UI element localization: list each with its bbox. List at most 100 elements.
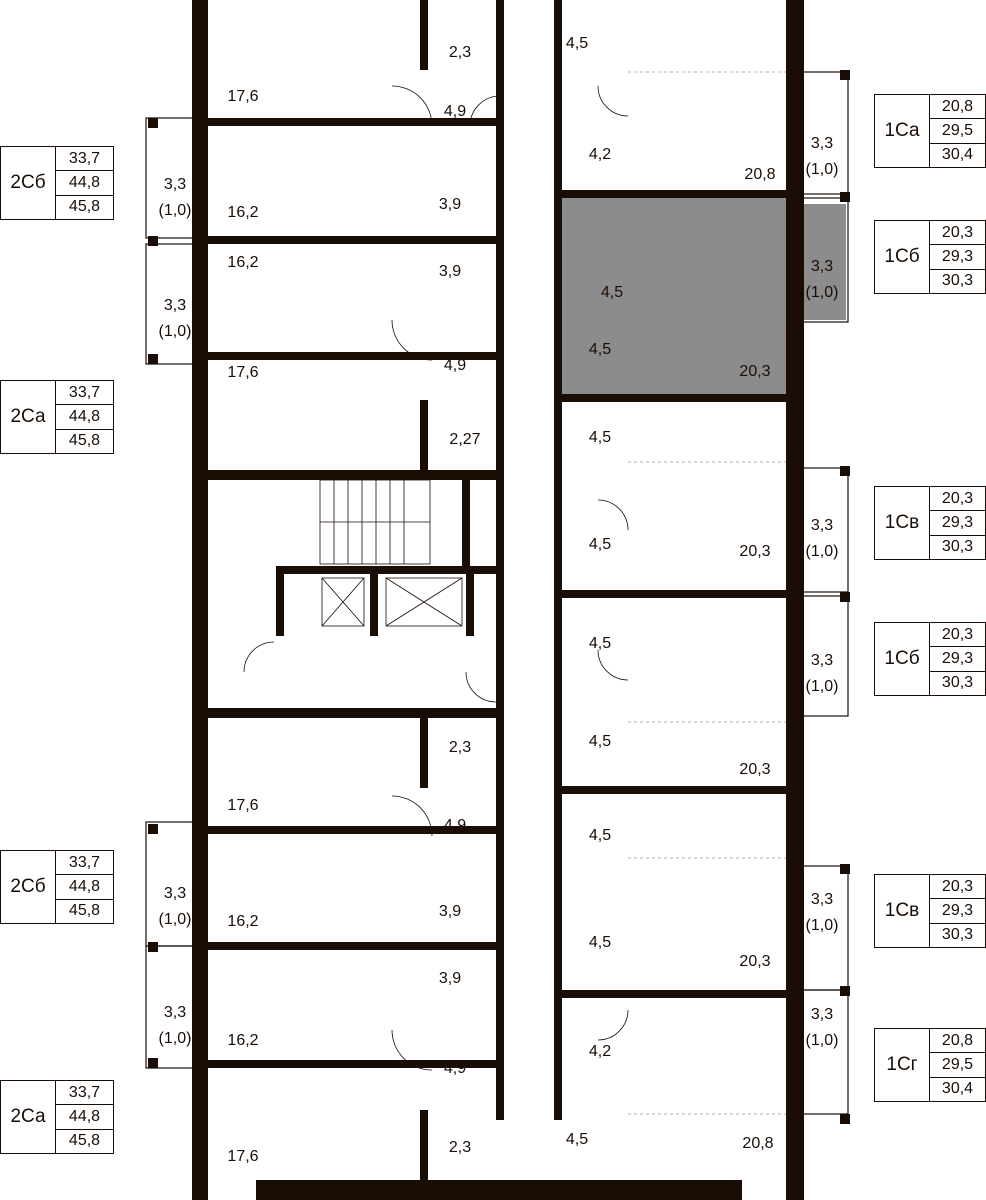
room-area: 4,9 [443,103,467,120]
area-total: 29,3 [930,899,985,924]
area-total: 44,8 [56,875,113,900]
apartment-box-2Sa-top[interactable]: 2Са 33,7 44,8 45,8 [0,380,114,454]
apartment-box-1Sg[interactable]: 1Сг 20,8 29,5 30,4 [874,1028,986,1102]
room-area: 3,3 [163,885,187,902]
room-area: 20,3 [739,953,771,970]
apartment-code: 2Са [1,1081,56,1153]
room-area: 4,9 [443,1060,467,1077]
room-area: 3,3 [810,1006,834,1023]
apartment-box-2Sb-bottom[interactable]: 2Сб 33,7 44,8 45,8 [0,850,114,924]
room-area: 3,3 [163,1004,187,1021]
room-area: 2,27 [449,431,481,448]
room-area: 16,2 [227,913,259,930]
area-living: 20,3 [930,487,985,512]
room-area: 4,9 [443,817,467,834]
room-area: 4,9 [443,357,467,374]
room-area: 2,3 [448,739,472,756]
area-with-balcony: 45,8 [68,198,101,216]
area-total: 44,8 [56,171,113,196]
room-area: 20,8 [744,166,776,183]
apartment-code: 1Св [875,487,930,559]
area-with-balcony: 30,4 [941,1080,974,1098]
room-area: (1,0) [805,678,839,695]
room-area: 17,6 [227,364,259,381]
area-living: 20,8 [930,1029,985,1054]
area-living: 33,7 [56,147,113,172]
area-total: 29,3 [930,511,985,536]
apartment-code: 2Сб [1,147,56,219]
room-area: 3,3 [810,517,834,534]
room-area: 3,3 [810,652,834,669]
dashed-lines [628,71,786,1115]
room-area: 3,3 [163,297,187,314]
room-area: (1,0) [805,917,839,934]
room-area: 4,5 [565,35,589,52]
area-with-balcony: 45,8 [68,1132,101,1150]
room-area: 4,5 [588,635,612,652]
apartment-box-1Sa[interactable]: 1Са 20,8 29,5 30,4 [874,94,986,168]
room-area: (1,0) [158,911,192,928]
room-area: 3,3 [810,135,834,152]
area-with-balcony: 30,4 [941,146,974,164]
room-area: 16,2 [227,254,259,271]
apartment-box-2Sb-top[interactable]: 2Сб 33,7 44,8 45,8 [0,146,114,220]
area-total: 29,5 [930,1053,985,1078]
area-with-balcony: 30,3 [941,272,974,290]
area-with-balcony: 45,8 [68,432,101,450]
balconies [145,71,849,1115]
room-area: 4,5 [588,733,612,750]
room-area: 4,2 [588,1043,612,1060]
area-living: 20,3 [930,221,985,246]
room-area: 2,3 [448,44,472,61]
room-area: 3,3 [810,258,834,275]
area-total: 29,3 [930,245,985,270]
room-area: 4,5 [588,341,612,358]
area-with-balcony: 30,3 [941,674,974,692]
room-area: 3,3 [163,176,187,193]
area-with-balcony: 30,3 [941,538,974,556]
area-with-balcony: 45,8 [68,902,101,920]
apartment-box-1Sb-middle[interactable]: 1Сб 20,3 29,3 30,3 [874,622,986,696]
apartment-box-2Sa-bottom[interactable]: 2Са 33,7 44,8 45,8 [0,1080,114,1154]
area-living: 20,3 [930,623,985,648]
area-living: 33,7 [56,1081,113,1106]
apartment-code: 1Сб [875,221,930,293]
room-area: 17,6 [227,797,259,814]
room-area: 4,5 [600,284,624,301]
room-area: 20,3 [739,363,771,380]
room-area: (1,0) [805,1032,839,1049]
room-area: 16,2 [227,204,259,221]
selected-balcony-highlight[interactable] [802,204,846,320]
apartment-code: 1Сб [875,623,930,695]
apartment-box-1Sv-bottom[interactable]: 1Св 20,3 29,3 30,3 [874,874,986,948]
area-living: 33,7 [56,381,113,406]
apartment-box-1Sb-top[interactable]: 1Сб 20,3 29,3 30,3 [874,220,986,294]
area-total: 44,8 [56,405,113,430]
selected-apartment-highlight[interactable] [560,198,792,394]
area-total: 44,8 [56,1105,113,1130]
area-with-balcony: 30,3 [941,926,974,944]
room-area: 20,3 [739,761,771,778]
apartment-code: 2Сб [1,851,56,923]
apartment-code: 1Сг [875,1029,930,1101]
room-area: 17,6 [227,88,259,105]
room-area: 17,6 [227,1148,259,1165]
room-area: (1,0) [158,323,192,340]
apartment-box-1Sv-top[interactable]: 1Св 20,3 29,3 30,3 [874,486,986,560]
apartment-code: 1Са [875,95,930,167]
area-total: 29,3 [930,647,985,672]
room-area: 4,2 [588,146,612,163]
room-area: 20,8 [742,1135,774,1152]
room-area: (1,0) [805,161,839,178]
room-area: 3,9 [438,970,462,987]
room-area: 3,9 [438,196,462,213]
apartment-code: 1Св [875,875,930,947]
room-area: (1,0) [158,202,192,219]
apartment-code: 2Са [1,381,56,453]
room-area: 20,3 [739,543,771,560]
room-area: 16,2 [227,1032,259,1049]
stair-lines [319,479,463,627]
area-living: 33,7 [56,851,113,876]
area-living: 20,3 [930,875,985,900]
room-area: 4,5 [565,1131,589,1148]
